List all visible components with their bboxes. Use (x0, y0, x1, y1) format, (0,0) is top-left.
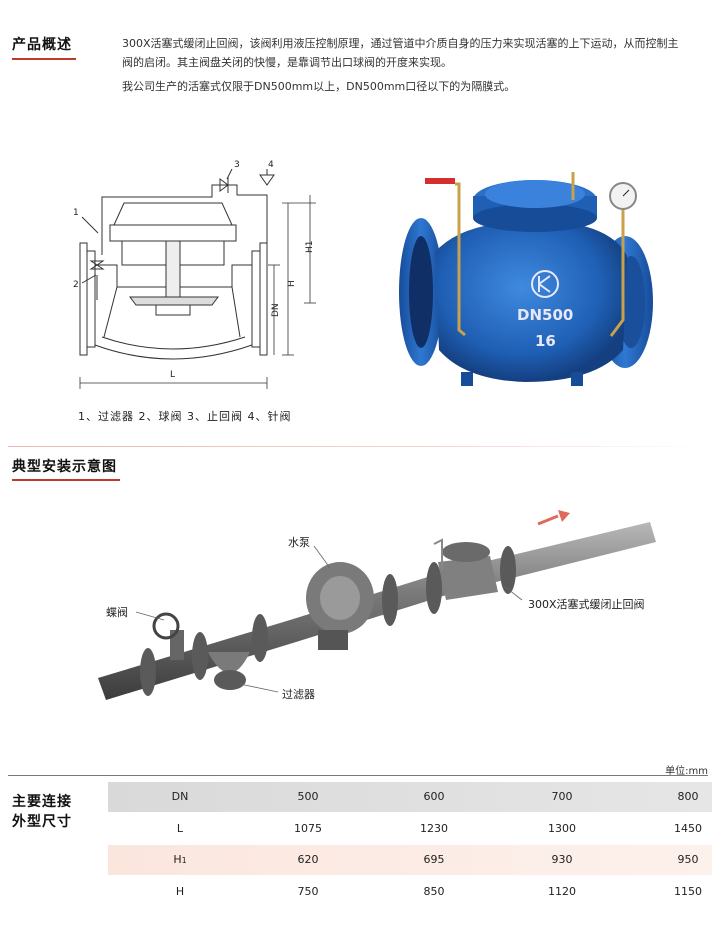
install-title-underline (12, 479, 120, 481)
label-filter: 过滤器 (282, 688, 315, 701)
install-title: 典型安装示意图 (12, 459, 117, 475)
table-cell: 800 (677, 790, 699, 803)
overview-title: 产品概述 (12, 37, 72, 53)
table-cell: 620 (297, 853, 319, 866)
section-divider (8, 446, 708, 447)
row-label: L (176, 822, 184, 835)
table-cell: 1300 (548, 822, 576, 835)
table-row: DN 500 600 700 800 (108, 782, 712, 812)
valve-section-drawing: 1 2 3 4 H1 H DN L (73, 160, 316, 389)
table-cell: 700 (551, 790, 573, 803)
table-title: 主要连接 外型尺寸 (12, 792, 72, 832)
label-butterfly-valve: 蝶阀 (106, 606, 128, 619)
callout-2: 2 (73, 280, 79, 290)
table-cell: 1075 (294, 822, 322, 835)
table-cell: 750 (297, 885, 319, 898)
table-top-rule (8, 775, 708, 776)
row-label: H1 (150, 853, 210, 866)
table-cell: 600 (423, 790, 445, 803)
table-row: L 1075 1230 1300 1450 (108, 814, 712, 844)
overview-paragraph-1: 300X活塞式缓闭止回阀，该阀利用液压控制原理，通过管道中介质自身的压力来实现活… (122, 34, 712, 72)
label-pump: 水泵 (288, 536, 310, 549)
dim-l: L (170, 370, 175, 380)
table-cell: 1150 (674, 885, 702, 898)
row-label: H (175, 885, 185, 898)
table-cell: 1450 (674, 822, 702, 835)
photo-marking-pressure: 16 (535, 332, 556, 350)
unit-label: 单位:mm (665, 766, 708, 777)
table-title-line-2: 外型尺寸 (12, 814, 72, 830)
row-label-main: H (173, 853, 182, 866)
table-row: H1 620 695 930 950 (108, 845, 712, 875)
callout-1: 1 (73, 208, 79, 218)
table-cell: 695 (423, 853, 445, 866)
callout-3: 3 (234, 160, 240, 170)
installation-diagram (98, 510, 656, 700)
overview-title-underline (12, 58, 76, 60)
table-cell: 500 (297, 790, 319, 803)
valve-product-photo: DN500 16 (399, 172, 653, 386)
callout-4: 4 (268, 160, 274, 170)
table-title-line-1: 主要连接 (12, 794, 72, 810)
overview-paragraph-2: 我公司生产的活塞式仅限于DN500mm以上，DN500mm口径以下的为隔膜式。 (122, 80, 516, 93)
dim-dn: DN (271, 303, 281, 317)
photo-marking-size: DN500 (517, 306, 573, 324)
row-label-subscript: 1 (181, 856, 187, 865)
table-cell: 950 (677, 853, 699, 866)
label-check-valve: 300X活塞式缓闭止回阀 (528, 598, 645, 611)
overview-line-1: 300X活塞式缓闭止回阀，该阀利用液压控制原理，通过管道中介质自身的压力来实现活… (122, 37, 679, 50)
table-cell: 850 (423, 885, 445, 898)
table-cell: 1120 (548, 885, 576, 898)
table-cell: 1230 (420, 822, 448, 835)
dim-h1: H1 (305, 241, 315, 254)
overview-line-2: 阀的启闭。其主阀盘关闭的快慢，是靠调节出口球阀的开度来实现。 (122, 56, 452, 69)
table-row: H 750 850 1120 1150 (108, 877, 712, 907)
drawing-legend: 1、过滤器 2、球阀 3、止回阀 4、针阀 (78, 410, 292, 423)
table-cell: 930 (551, 853, 573, 866)
row-label: DN (171, 790, 189, 803)
dim-h: H (287, 280, 297, 287)
